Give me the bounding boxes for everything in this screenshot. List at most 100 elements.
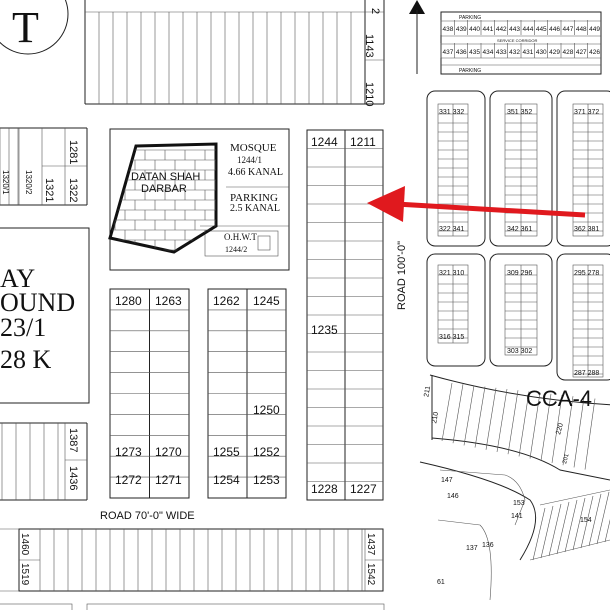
plot-1321-label: 1321 bbox=[43, 178, 55, 202]
block-303-302: 303 302 bbox=[507, 348, 532, 355]
cca-plot-210: 210 bbox=[431, 411, 440, 424]
plot-1244-label: 1244 bbox=[311, 135, 338, 149]
cca-plot-154: 154 bbox=[580, 517, 592, 524]
block-342-361: 342 361 bbox=[507, 226, 532, 233]
cca-plot-147: 147 bbox=[441, 477, 453, 484]
parking-plot-label-r2-7: 430 bbox=[536, 49, 547, 56]
bottom-plot-block: 1460 1519 1437 1542 bbox=[0, 528, 385, 610]
playground-line-1: AY bbox=[0, 264, 35, 293]
playground-line-4: 28 K bbox=[0, 345, 52, 374]
plot-1273-label: 1273 bbox=[115, 445, 142, 459]
playground-block: AY OUND 23/1 28 K bbox=[0, 227, 90, 404]
cca-4-area: CCA-4 211 210 220 201 147 146 153 141 15… bbox=[419, 374, 610, 601]
plot-1254-label: 1254 bbox=[213, 473, 240, 487]
plot-1263-label: 1263 bbox=[155, 294, 182, 308]
plot-1210-label: 1210 bbox=[363, 82, 375, 106]
mosque-block: DATAN SHAH DARBAR MOSQUE 1244/1 4.66 KAN… bbox=[108, 128, 290, 271]
parking-plot-label-r2-9: 428 bbox=[563, 49, 574, 56]
cca-4-label: CCA-4 bbox=[526, 386, 592, 411]
right-parking-label-top: PARKING bbox=[459, 15, 481, 21]
parking-plot-label-r1-4: 442 bbox=[496, 26, 507, 33]
mosque-title: MOSQUE bbox=[230, 142, 277, 154]
parking-plot-label-r1-5: 443 bbox=[509, 26, 520, 33]
parking-plot-label-r1-10: 448 bbox=[576, 26, 587, 33]
parking-plot-label-r2-0: 437 bbox=[443, 49, 454, 56]
parking-plot-label-r1-9: 447 bbox=[563, 26, 574, 33]
parking-plot-label-r1-11: 449 bbox=[589, 26, 600, 33]
parking-plot-label-r1-3: 441 bbox=[483, 26, 494, 33]
plot-1227-label: 1227 bbox=[350, 482, 377, 496]
plot-1387-label: 1387 bbox=[67, 428, 79, 452]
plot-1211-label: 1211 bbox=[350, 135, 376, 149]
cca-plot-201: 201 bbox=[562, 453, 571, 465]
plot-1320-2-label: 1320/2 bbox=[24, 170, 33, 195]
darbar-outline bbox=[108, 142, 218, 254]
plot-1252-label: 1252 bbox=[253, 445, 280, 459]
darbar-line-1: DATAN SHAH bbox=[131, 171, 200, 183]
ohwt-label: O.H.W.T bbox=[224, 232, 257, 242]
block-287-288: 287 288 bbox=[574, 370, 599, 377]
plot-1253-label: 1253 bbox=[253, 473, 280, 487]
plot-1255-label: 1255 bbox=[213, 445, 240, 459]
block-371-372: 371 372 bbox=[574, 109, 599, 116]
left-lower-block: 1387 1436 bbox=[0, 422, 88, 501]
plot-1542-label: 1542 bbox=[365, 563, 376, 586]
plot-1519-label: 1519 bbox=[19, 563, 30, 586]
parking-plot-label-r2-1: 436 bbox=[456, 49, 467, 56]
parking-plot-label-r2-8: 429 bbox=[549, 49, 560, 56]
block-362-381: 362 381 bbox=[574, 226, 599, 233]
road-100-label: ROAD 100'-0" bbox=[396, 241, 408, 310]
cca-plot-137: 137 bbox=[466, 545, 478, 552]
mosque-plot: 1244/1 bbox=[237, 155, 262, 165]
cca-plot-211: 211 bbox=[423, 385, 432, 397]
plot-1320-1-label: 1320/1 bbox=[1, 170, 10, 195]
parking-title: PARKING bbox=[230, 192, 278, 204]
service-corridor-label: SERVICE CORRIDOR bbox=[497, 38, 537, 43]
plot-1271-label: 1271 bbox=[155, 473, 182, 487]
parking-plot-label-r1-2: 440 bbox=[469, 26, 480, 33]
block-295-278: 295 278 bbox=[574, 270, 599, 277]
plot-1270-label: 1270 bbox=[155, 445, 182, 459]
plot-1272-label: 1272 bbox=[115, 473, 142, 487]
parking-plot-label-r2-11: 426 bbox=[589, 49, 600, 56]
plot-1245-label: 1245 bbox=[253, 294, 280, 308]
parking-area: 2.5 KANAL bbox=[230, 203, 280, 214]
plot-1235-label: 1235 bbox=[311, 323, 338, 337]
parking-plot-label-r1-6: 444 bbox=[523, 26, 534, 33]
parking-plot-label-r1-8: 446 bbox=[549, 26, 560, 33]
block-331-332: 331 332 bbox=[439, 109, 464, 116]
left-plot-block: 1281 1322 1320/1 1320/2 1321 bbox=[0, 127, 88, 206]
block-316-315: 316 315 bbox=[439, 334, 464, 341]
ohwt-plot: 1244/2 bbox=[225, 245, 247, 254]
plot-1460-label: 1460 bbox=[19, 533, 30, 556]
cca-plot-153: 153 bbox=[513, 500, 525, 507]
parking-plot-label-r2-5: 432 bbox=[509, 49, 520, 56]
parking-plot-label-r1-7: 445 bbox=[536, 26, 547, 33]
location-pointer-arrow bbox=[367, 186, 586, 222]
plot-1281-label: 1281 bbox=[67, 140, 79, 164]
plot-1228-label: 1228 bbox=[311, 482, 338, 496]
parking-plot-label-r2-4: 433 bbox=[496, 49, 507, 56]
parking-plot-label-r2-2: 435 bbox=[469, 49, 480, 56]
plot-1437-label: 1437 bbox=[365, 533, 376, 556]
plot-columns bbox=[109, 129, 384, 501]
parking-plot-label-r1-0: 438 bbox=[443, 26, 454, 33]
parking-plot-label-r2-3: 434 bbox=[483, 49, 494, 56]
plot-1322-label: 1322 bbox=[67, 178, 79, 202]
plot-1250-label: 1250 bbox=[253, 403, 280, 417]
parking-plot-label-r2-10: 427 bbox=[576, 49, 587, 56]
plot-2-label: 2 bbox=[369, 8, 381, 14]
plot-1262-label: 1262 bbox=[213, 294, 240, 308]
top-plot-block: 2 1143 1210 bbox=[84, 0, 385, 106]
plot-1280-label: 1280 bbox=[115, 294, 142, 308]
cca-plot-146: 146 bbox=[447, 493, 459, 500]
right-rounded-blocks: 331 332 322 341 351 352 342 361 371 372 … bbox=[426, 90, 610, 381]
north-marker: T bbox=[0, 0, 69, 55]
parking-plot-label-r2-6: 431 bbox=[523, 49, 534, 56]
cca-plot-220: 220 bbox=[555, 422, 565, 435]
darbar-line-2: DARBAR bbox=[141, 183, 187, 195]
plot-1143-label: 1143 bbox=[363, 34, 375, 58]
cca-plot-136: 136 bbox=[482, 542, 494, 549]
parking-plot-label-r1-1: 439 bbox=[456, 26, 467, 33]
